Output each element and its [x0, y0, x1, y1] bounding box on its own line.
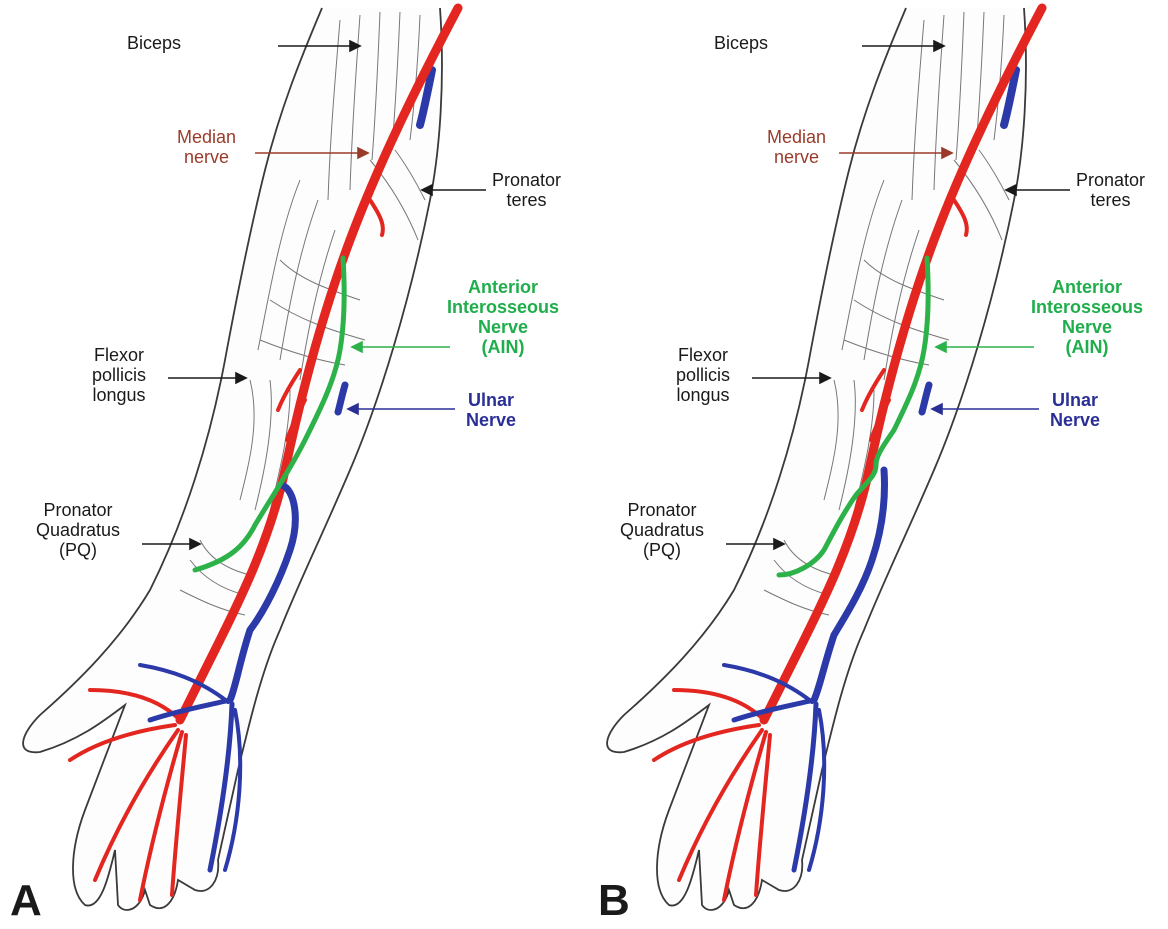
label-pronator-quadratus: Pronator Quadratus (PQ) [620, 500, 704, 560]
label-line: Ulnar [466, 390, 516, 410]
label-ulnar-nerve: Ulnar Nerve [1050, 390, 1100, 430]
label-line: Interosseous [447, 297, 559, 317]
label-line: Quadratus [620, 520, 704, 540]
label-line: pollicis [676, 365, 730, 385]
panel-b: Biceps Median nerve Pronator teres Anter… [584, 0, 1168, 929]
label-pronator-teres: Pronator teres [1076, 170, 1145, 210]
label-pronator-quadratus: Pronator Quadratus (PQ) [36, 500, 120, 560]
label-anterior-interosseous-nerve: Anterior Interosseous Nerve (AIN) [1031, 277, 1143, 358]
label-line: pollicis [92, 365, 146, 385]
label-ulnar-nerve: Ulnar Nerve [466, 390, 516, 430]
label-biceps: Biceps [714, 33, 768, 53]
label-median-nerve: Median nerve [767, 127, 826, 167]
label-line: nerve [767, 147, 826, 167]
label-flexor-pollicis-longus: Flexor pollicis longus [92, 345, 146, 405]
panel-letter-b: B [598, 876, 630, 926]
label-line: Quadratus [36, 520, 120, 540]
label-line: Pronator [620, 500, 704, 520]
label-line: Pronator [1076, 170, 1145, 190]
label-line: Nerve [466, 410, 516, 430]
panel-letter-a: A [10, 876, 42, 926]
label-line: Nerve [1050, 410, 1100, 430]
label-line: Nerve [1031, 317, 1143, 337]
label-line: (AIN) [1031, 337, 1143, 357]
label-pronator-teres: Pronator teres [492, 170, 561, 210]
label-line: Pronator [36, 500, 120, 520]
label-anterior-interosseous-nerve: Anterior Interosseous Nerve (AIN) [447, 277, 559, 358]
label-line: Anterior [1031, 277, 1143, 297]
label-line: (PQ) [620, 540, 704, 560]
label-line: longus [92, 385, 146, 405]
forearm-illustration-b [584, 0, 1168, 929]
forearm-illustration-a [0, 0, 584, 929]
label-line: Flexor [92, 345, 146, 365]
label-line: Pronator [492, 170, 561, 190]
label-line: (PQ) [36, 540, 120, 560]
label-biceps: Biceps [127, 33, 181, 53]
panel-a: Biceps Median nerve Pronator teres Anter… [0, 0, 584, 929]
label-line: Median [177, 127, 236, 147]
label-flexor-pollicis-longus: Flexor pollicis longus [676, 345, 730, 405]
label-line: Anterior [447, 277, 559, 297]
label-line: teres [492, 190, 561, 210]
label-line: Interosseous [1031, 297, 1143, 317]
label-line: Flexor [676, 345, 730, 365]
label-line: nerve [177, 147, 236, 167]
label-line: Median [767, 127, 826, 147]
label-line: Nerve [447, 317, 559, 337]
label-line: Ulnar [1050, 390, 1100, 410]
label-median-nerve: Median nerve [177, 127, 236, 167]
label-line: teres [1076, 190, 1145, 210]
label-line: longus [676, 385, 730, 405]
label-line: (AIN) [447, 337, 559, 357]
